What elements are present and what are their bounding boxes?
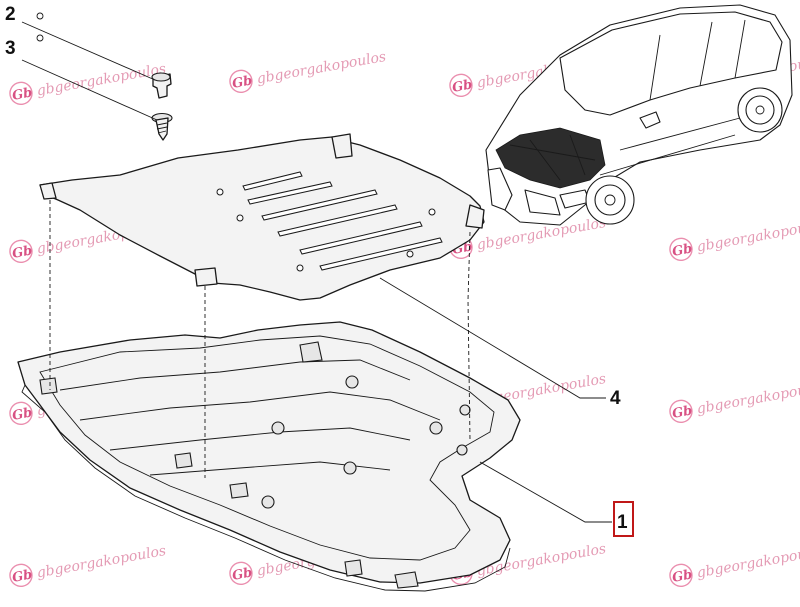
clip-fastener-part-2: [151, 72, 172, 99]
watermark-logo-icon: [449, 73, 473, 98]
watermark-text: gbgeorgakopoulos: [696, 379, 800, 418]
callout-highlight-box: [613, 501, 634, 537]
watermark-text: gbgeorgakopoulos: [696, 543, 800, 582]
watermark-logo-glyph: Gb: [671, 403, 694, 421]
watermark-logo-icon: [669, 237, 693, 262]
watermark-logo-icon: [9, 563, 33, 588]
watermark-text: gbgeorgakopoulos: [256, 49, 388, 88]
watermark-logo-glyph: Gb: [11, 405, 34, 423]
heat-shield-part-4: [39, 133, 485, 301]
leader-line-4: [379, 277, 606, 399]
watermark-logo-icon: [669, 399, 693, 424]
callout-number-2: 2: [5, 4, 16, 25]
watermark-logo-glyph: Gb: [231, 565, 254, 583]
callout-number-1: 1: [617, 512, 628, 533]
callout-number-3: 3: [5, 38, 16, 59]
watermark-logo-glyph: Gb: [11, 243, 34, 261]
small-circle-marker: [36, 12, 44, 20]
watermark-logo-icon: [229, 69, 253, 94]
small-circle-marker: [36, 34, 44, 42]
watermark-text: gbgeorgakopoulos: [36, 543, 168, 582]
watermark-logo-icon: [669, 563, 693, 588]
watermark-logo-icon: [9, 239, 33, 264]
car-illustration: [485, 4, 793, 226]
watermark-logo-icon: [9, 81, 33, 106]
watermark-logo-glyph: Gb: [11, 567, 34, 585]
watermark-logo-glyph: Gb: [671, 241, 694, 259]
watermark-logo-glyph: Gb: [671, 567, 694, 585]
watermark-logo-glyph: Gb: [451, 77, 474, 95]
watermark-text: gbgeorgakopoulos: [696, 217, 800, 256]
watermark-logo-icon: [229, 561, 253, 586]
engine-undertray-part-1: [17, 321, 521, 592]
leader-line-3: [21, 59, 158, 121]
watermark-logo-icon: [9, 401, 33, 426]
leader-line-1: [479, 461, 612, 523]
assembly-line-right: [467, 231, 471, 441]
watermark-logo-glyph: Gb: [11, 85, 34, 103]
watermark-text: gbgeorgakopoulos: [36, 61, 168, 100]
watermark-logo-glyph: Gb: [231, 73, 254, 91]
screw-fastener-part-3: [151, 112, 173, 141]
leader-line-2: [21, 21, 156, 81]
callout-number-4: 4: [610, 388, 621, 409]
